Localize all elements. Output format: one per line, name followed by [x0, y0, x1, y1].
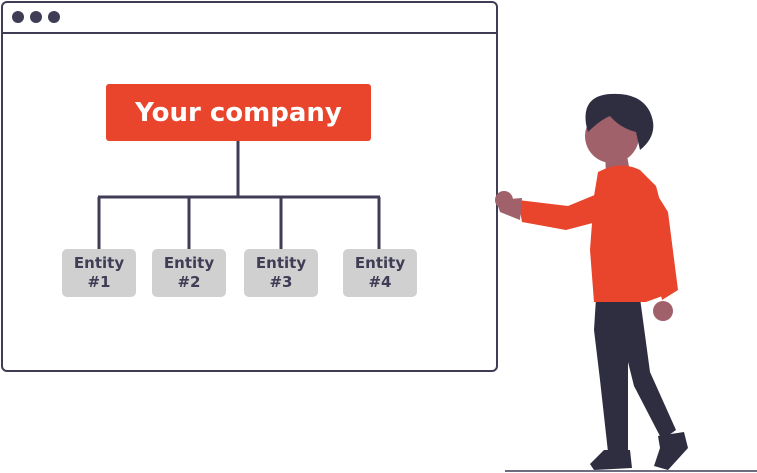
- hanging-hand-icon: [653, 301, 673, 321]
- entity-number: #4: [368, 273, 392, 291]
- back-leg: [598, 298, 676, 440]
- pointing-hand-icon: [495, 191, 513, 209]
- entity-number: #3: [269, 273, 293, 291]
- front-leg: [594, 298, 636, 452]
- front-shoe-icon: [590, 450, 632, 470]
- back-shoe-icon: [654, 432, 688, 470]
- window-dot-icon: [30, 11, 42, 23]
- window-dot-icon: [48, 11, 60, 23]
- company-root-node: Your company: [106, 84, 371, 141]
- window-dot-icon: [12, 11, 24, 23]
- hair: [585, 93, 654, 150]
- entity-label: Entity: [354, 254, 406, 272]
- browser-window: [1, 1, 498, 372]
- entity-number: #2: [177, 273, 201, 291]
- entity-node-3: Entity #3: [244, 249, 318, 297]
- hanging-arm-sleeve: [644, 180, 678, 300]
- entity-node-1: Entity #1: [62, 249, 136, 297]
- company-label: Your company: [135, 97, 342, 128]
- entity-number: #1: [87, 273, 111, 291]
- entity-label: Entity: [255, 254, 307, 272]
- entity-label: Entity: [163, 254, 215, 272]
- entity-node-4: Entity #4: [343, 249, 417, 297]
- entity-label: Entity: [73, 254, 125, 272]
- pointing-arm-sleeve: [518, 192, 604, 230]
- entity-node-2: Entity #2: [152, 249, 226, 297]
- window-title-bar: [3, 3, 496, 34]
